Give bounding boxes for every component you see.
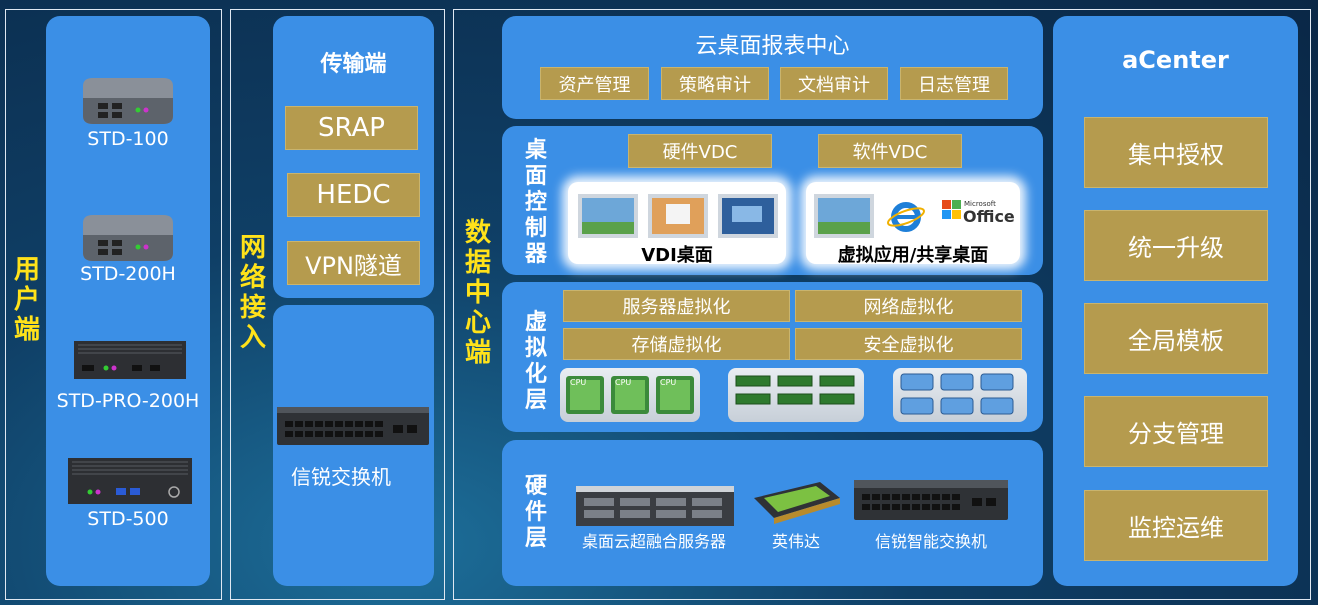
transport-srap: SRAP bbox=[285, 106, 418, 150]
user-end-frame bbox=[5, 9, 222, 600]
datacenter-frame bbox=[453, 9, 1311, 600]
report-center-panel: 云桌面报表中心 资产管理 策略审计 文档审计 日志管理 bbox=[502, 16, 1043, 119]
cpu-label-3: CPU bbox=[660, 378, 677, 387]
network-access-label: 网络接入 bbox=[239, 233, 266, 353]
acenter-unified-upgrade: 统一升级 bbox=[1084, 210, 1268, 281]
network-switch-label: 信锐交换机 bbox=[291, 465, 391, 489]
device-label-std500: STD-500 bbox=[87, 508, 169, 530]
network-frame bbox=[230, 9, 445, 600]
cpu-label-1: CPU bbox=[570, 378, 587, 387]
switch-image bbox=[277, 407, 429, 445]
acenter-panel: aCenter 集中授权 统一升级 全局模板 分支管理 监控运维 bbox=[1053, 16, 1298, 586]
virtual-app-screen-image bbox=[814, 194, 874, 238]
vdi-desktop-box: VDI桌面 bbox=[568, 182, 786, 266]
transport-title: 传输端 bbox=[320, 52, 387, 77]
device-label-std100: STD-100 bbox=[87, 128, 169, 150]
smart-switch-label: 信锐智能交换机 bbox=[874, 532, 987, 551]
report-asset-mgmt: 资产管理 bbox=[540, 67, 649, 100]
office-logo-text: Office bbox=[963, 207, 1015, 226]
network-switch-panel: 信锐交换机 bbox=[273, 305, 434, 586]
transport-vpn: VPN隧道 bbox=[287, 241, 420, 285]
network-virtualization: 网络虚拟化 bbox=[795, 290, 1022, 322]
acenter-monitor-ops: 监控运维 bbox=[1084, 490, 1268, 561]
thin-client-std200h-image bbox=[83, 215, 173, 261]
acenter-global-template: 全局模板 bbox=[1084, 303, 1268, 374]
vdi-screens-image bbox=[578, 194, 778, 238]
user-devices-panel: STD-100 STD-200H STD-PRO-200H STD-500 bbox=[46, 16, 210, 586]
storage-disks-image bbox=[900, 373, 1014, 415]
server-virtualization: 服务器虚拟化 bbox=[563, 290, 790, 322]
storage-group bbox=[893, 368, 1027, 422]
device-label-std200h: STD-200H bbox=[80, 263, 176, 285]
transport-panel: 传输端 SRAP HEDC VPN隧道 bbox=[273, 16, 434, 298]
ie-icon bbox=[887, 202, 925, 232]
nvidia-gpu-label: 英伟达 bbox=[771, 532, 820, 551]
desktop-controller-panel: 桌面控制器 硬件VDC 软件VDC VDI桌面 Microsoft Office… bbox=[502, 126, 1043, 275]
network-cards-image bbox=[735, 375, 855, 405]
smart-switch-image bbox=[854, 480, 1008, 520]
device-label-stdpro200h: STD-PRO-200H bbox=[56, 390, 200, 412]
office-logo-small-text: Microsoft bbox=[964, 200, 996, 208]
virtual-app-label: 虚拟应用/共享桌面 bbox=[837, 245, 989, 266]
storage-virtualization: 存储虚拟化 bbox=[563, 328, 790, 360]
office-logo-icon bbox=[942, 200, 961, 219]
acenter-branch-mgmt: 分支管理 bbox=[1084, 396, 1268, 467]
vdi-desktop-label: VDI桌面 bbox=[641, 245, 713, 266]
thin-client-std500-image bbox=[68, 458, 192, 504]
virtualization-label: 虚拟化层 bbox=[524, 310, 547, 413]
nvidia-gpu-image bbox=[754, 482, 840, 524]
transport-hedc: HEDC bbox=[287, 173, 420, 217]
report-policy-audit: 策略审计 bbox=[661, 67, 769, 100]
desktop-controller-label: 桌面控制器 bbox=[524, 138, 547, 267]
cpu-group: CPU CPU CPU bbox=[560, 368, 700, 422]
software-vdc: 软件VDC bbox=[818, 134, 962, 168]
acenter-title: aCenter bbox=[1122, 46, 1229, 74]
security-virtualization: 安全虚拟化 bbox=[795, 328, 1022, 360]
hyperconverged-server-image bbox=[576, 486, 734, 526]
report-doc-audit: 文档审计 bbox=[780, 67, 888, 100]
hardware-label: 硬件层 bbox=[524, 474, 547, 551]
report-log-mgmt: 日志管理 bbox=[900, 67, 1008, 100]
report-center-title: 云桌面报表中心 bbox=[695, 34, 850, 59]
cpu-label-2: CPU bbox=[615, 378, 632, 387]
hardware-panel: 硬件层 桌面云超融合服务器 英伟达 信锐智能交换机 bbox=[502, 440, 1043, 586]
acenter-central-license: 集中授权 bbox=[1084, 117, 1268, 188]
hardware-vdc: 硬件VDC bbox=[628, 134, 772, 168]
user-end-label: 用户端 bbox=[13, 255, 40, 345]
virtual-app-box: Microsoft Office 虚拟应用/共享桌面 bbox=[806, 182, 1020, 266]
thin-client-stdpro200h-image bbox=[74, 341, 186, 379]
thin-client-std100-image bbox=[83, 78, 173, 124]
network-cards-group bbox=[728, 368, 864, 422]
datacenter-label: 数据中心端 bbox=[464, 218, 491, 368]
hyperconverged-server-label: 桌面云超融合服务器 bbox=[581, 532, 726, 551]
virtualization-panel: 虚拟化层 服务器虚拟化 网络虚拟化 存储虚拟化 安全虚拟化 CPU CPU CP… bbox=[502, 282, 1043, 432]
cpu-chips-image bbox=[566, 376, 694, 414]
